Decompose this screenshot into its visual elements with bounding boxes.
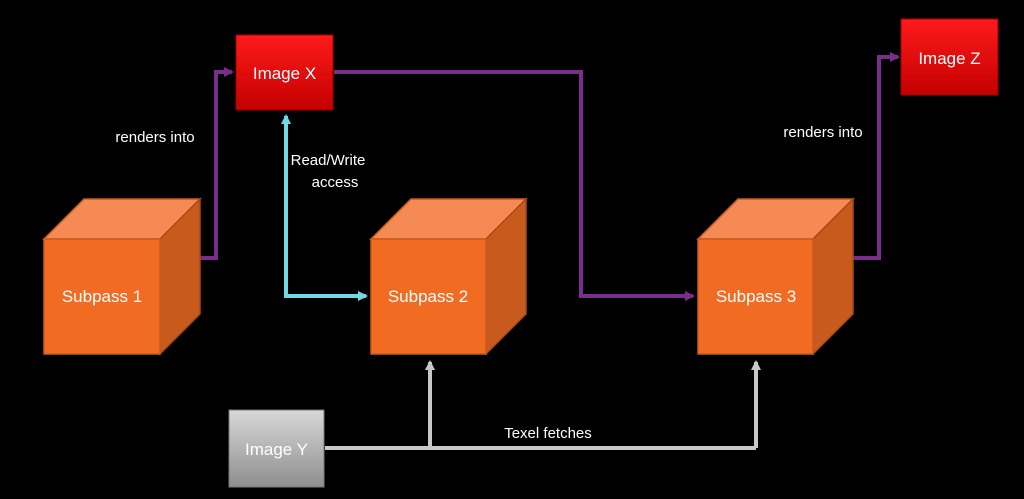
image-y-label: Image Y — [245, 440, 308, 459]
texel-fetches-label: Texel fetches — [504, 425, 592, 442]
subpass-2-node: Subpass 2 — [369, 197, 528, 356]
image-y-node: Image Y — [228, 409, 325, 488]
subpass-1-label: Subpass 1 — [62, 287, 142, 306]
image-z-node: Image Z — [900, 18, 999, 96]
subpass-3-label: Subpass 3 — [716, 287, 796, 306]
read-write-label-line2: access — [312, 174, 359, 191]
renders-into-label-1: renders into — [115, 129, 194, 146]
subpass-2-label: Subpass 2 — [388, 287, 468, 306]
read-write-label-line1: Read/Write — [291, 152, 366, 169]
arrow-image-x-to-subpass3 — [334, 70, 695, 301]
subpass-3-node: Subpass 3 — [696, 197, 855, 356]
renders-into-label-3: renders into — [783, 124, 862, 141]
image-z-label: Image Z — [918, 49, 980, 68]
image-x-node: Image X — [235, 34, 334, 111]
subpass-1-node: Subpass 1 — [42, 197, 202, 356]
arrow-read-write-access — [281, 114, 368, 301]
image-x-label: Image X — [253, 64, 316, 83]
arrow-subpass3-to-image-z — [852, 52, 900, 260]
arrow-subpass1-to-image-x — [200, 67, 234, 260]
